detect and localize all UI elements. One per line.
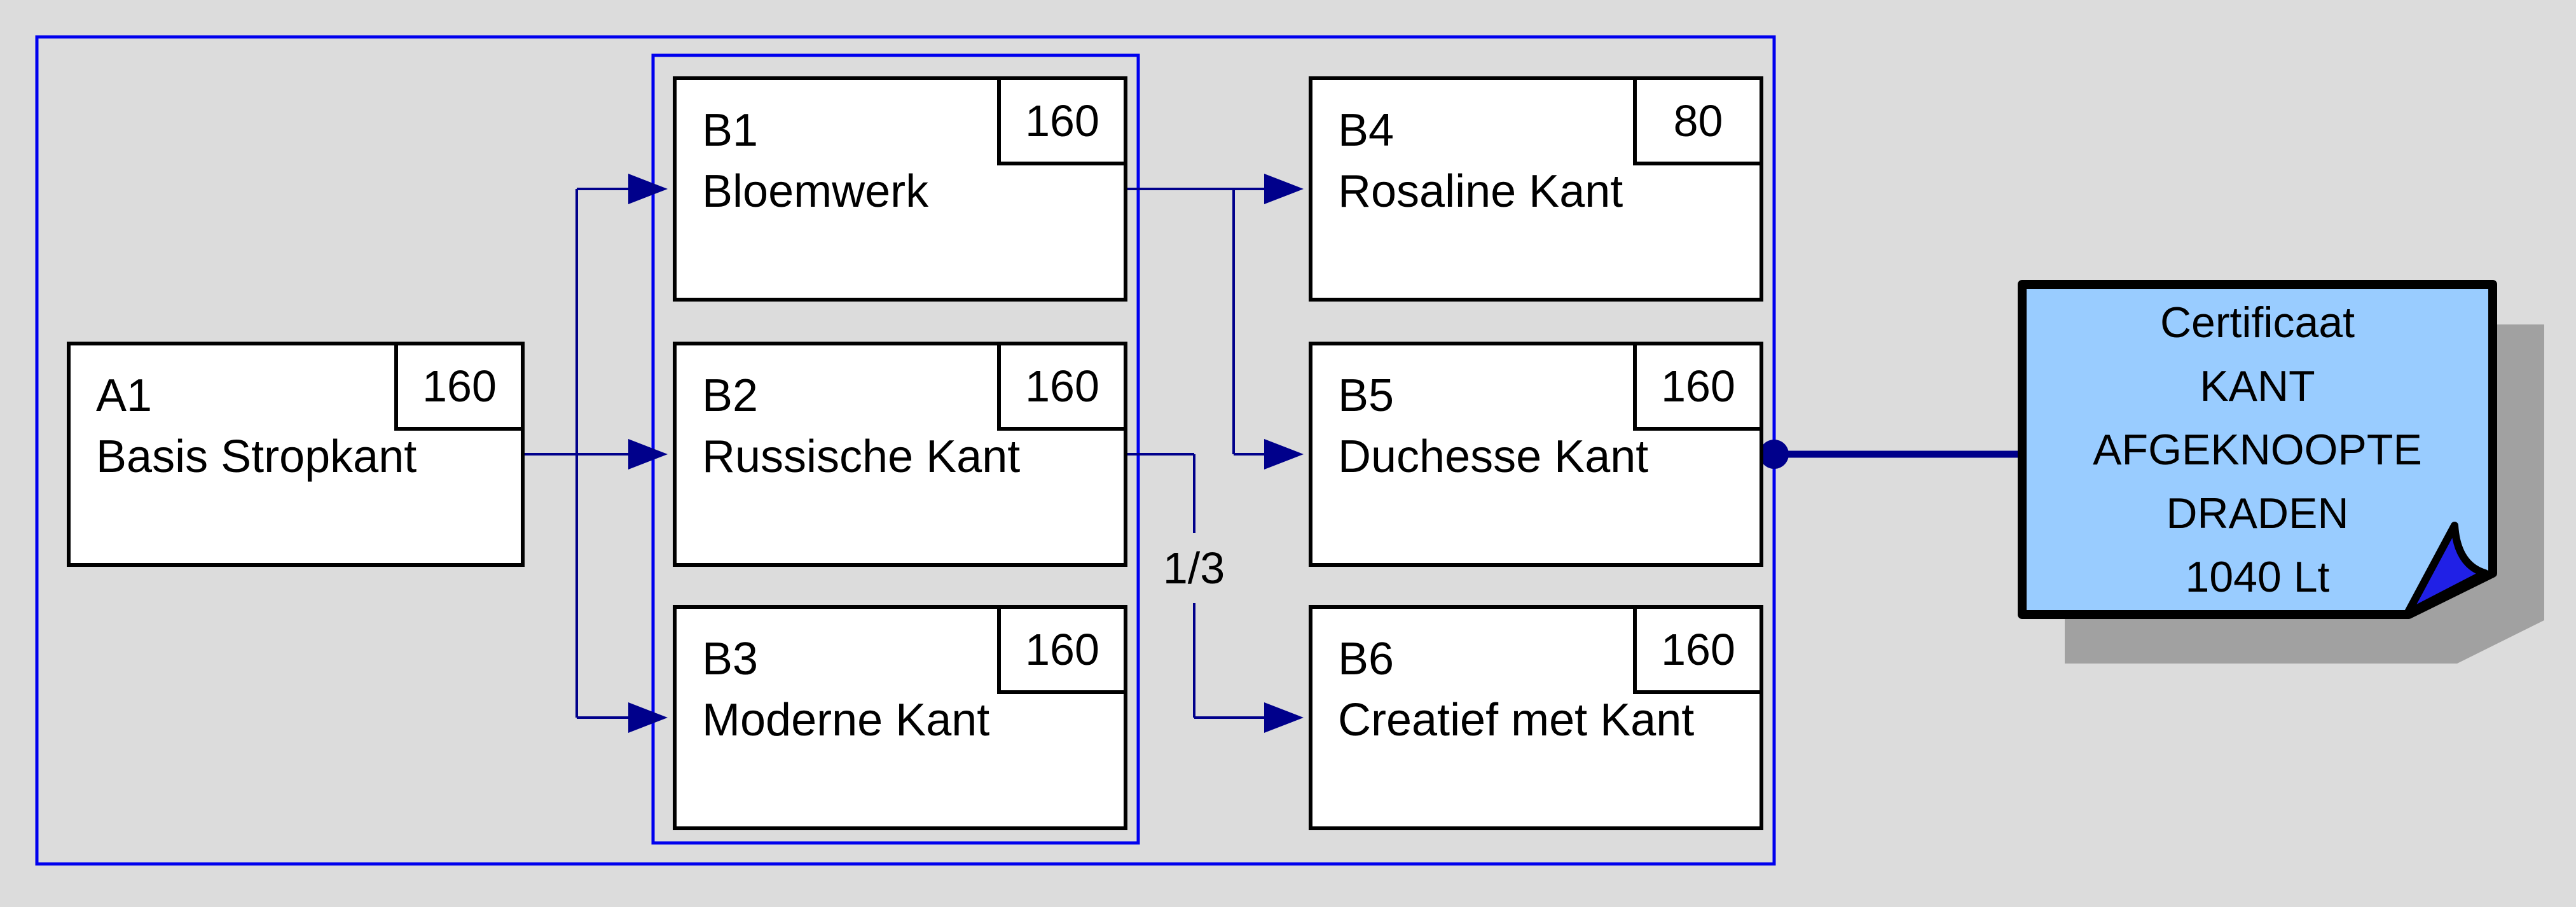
hours-value: 160 <box>1025 96 1099 146</box>
certificate-line: DRADEN <box>2166 489 2349 538</box>
certificate-line: KANT <box>2200 362 2315 410</box>
hours-value: 80 <box>1673 96 1723 146</box>
arrowhead-into-b5 <box>1264 439 1304 469</box>
certificate-line: 1040 Lt <box>2185 553 2330 601</box>
hours-badge-b3: 160 <box>997 605 1127 694</box>
node-title: Rosaline Kant <box>1338 165 1623 217</box>
certificate-text: Certificaat KANT AFGEKNOOPTE DRADEN 1040… <box>2022 291 2493 609</box>
node-code: B5 <box>1338 370 1395 421</box>
hours-badge-b1: 160 <box>997 76 1127 165</box>
node-code: B3 <box>702 633 759 685</box>
node-title: Basis Stropkant <box>96 431 417 482</box>
node-title: Russische Kant <box>702 431 1021 482</box>
arrowhead-into-b2 <box>628 439 668 469</box>
node-title: Moderne Kant <box>702 694 990 746</box>
hours-badge-b2: 160 <box>997 342 1127 431</box>
hours-badge-a1: 160 <box>394 342 525 431</box>
arrowhead-into-b4 <box>1264 174 1304 204</box>
hours-value: 160 <box>1661 625 1735 674</box>
edge-label-one-third: 1/3 <box>1162 543 1225 593</box>
junction-dot <box>1760 440 1789 469</box>
node-code: B6 <box>1338 633 1395 685</box>
arrowhead-into-b1 <box>628 174 668 204</box>
certificate-line: Certificaat <box>2159 298 2355 347</box>
node-b5: 160 B5 Duchesse Kant <box>1309 342 1763 567</box>
hours-value: 160 <box>1025 361 1099 411</box>
canvas-bottom-edge <box>0 907 2576 911</box>
hours-badge-b4: 80 <box>1633 76 1763 165</box>
node-b4: 80 B4 Rosaline Kant <box>1309 76 1763 302</box>
node-code: B2 <box>702 370 759 421</box>
arrowhead-into-b3 <box>628 702 668 733</box>
node-title: Creatief met Kant <box>1338 694 1695 746</box>
connector-b2-to-b6 <box>1127 453 1269 719</box>
node-code: A1 <box>96 370 153 421</box>
node-label-b1: B1 Bloemwerk <box>702 100 928 222</box>
certificate-fold-corner-icon <box>2404 522 2489 617</box>
hours-value: 160 <box>1025 625 1099 674</box>
node-code: B4 <box>1338 104 1395 156</box>
node-b3: 160 B3 Moderne Kant <box>673 605 1127 830</box>
node-title: Duchesse Kant <box>1338 431 1649 482</box>
hours-value: 160 <box>422 361 497 411</box>
node-b6: 160 B6 Creatief met Kant <box>1309 605 1763 830</box>
hours-badge-b5: 160 <box>1633 342 1763 431</box>
node-label-b2: B2 Russische Kant <box>702 365 1020 487</box>
hours-badge-b6: 160 <box>1633 605 1763 694</box>
node-b1: 160 B1 Bloemwerk <box>673 76 1127 302</box>
node-a1: 160 A1 Basis Stropkant <box>67 342 525 567</box>
connector-a1-to-b-column <box>525 188 633 719</box>
node-title: Bloemwerk <box>702 165 929 217</box>
certificate-line: AFGEKNOOPTE <box>2093 426 2422 474</box>
node-code: B1 <box>702 104 759 156</box>
node-label-a1: A1 Basis Stropkant <box>96 365 417 487</box>
node-label-b4: B4 Rosaline Kant <box>1338 100 1623 222</box>
node-label-b3: B3 Moderne Kant <box>702 629 989 751</box>
hours-value: 160 <box>1661 361 1735 411</box>
node-label-b6: B6 Creatief met Kant <box>1338 629 1694 751</box>
node-b2: 160 B2 Russische Kant <box>673 342 1127 567</box>
arrowhead-into-b6 <box>1264 702 1304 733</box>
node-label-b5: B5 Duchesse Kant <box>1338 365 1648 487</box>
connector-b1-to-b4-b5 <box>1127 188 1269 456</box>
